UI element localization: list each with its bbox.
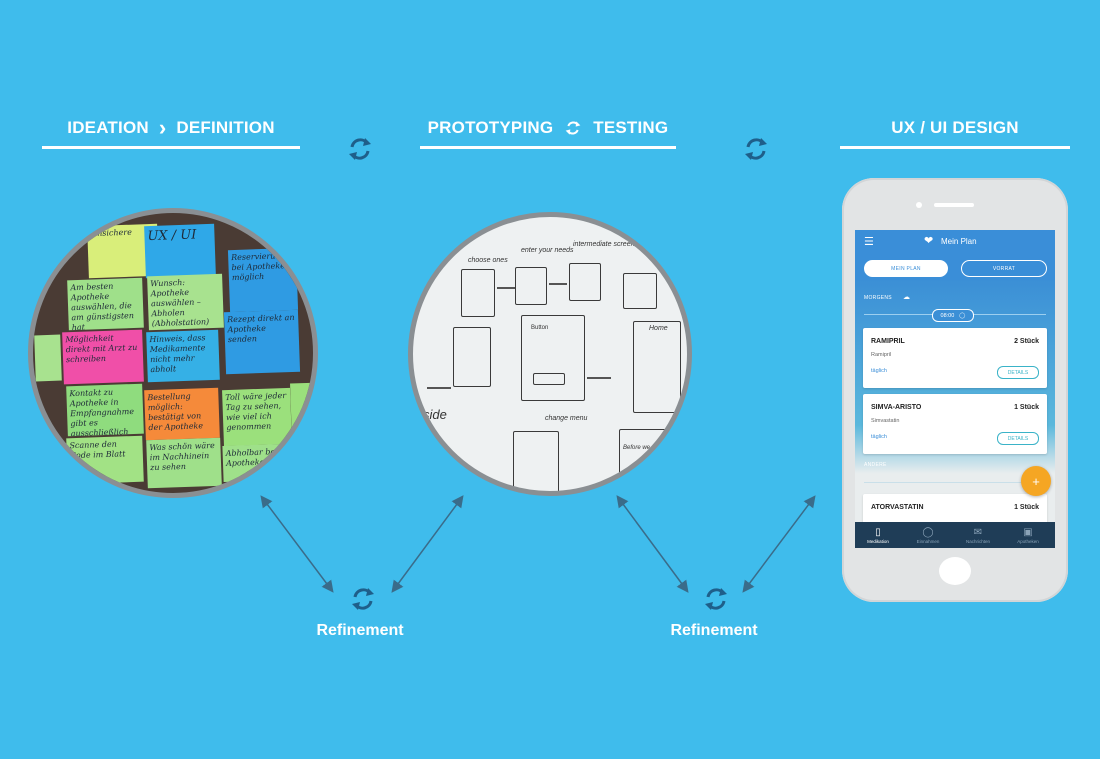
med-name: RAMIPRIL xyxy=(871,338,905,345)
med-frequency: täglich xyxy=(871,368,887,374)
tab-label: Medikation xyxy=(867,539,889,544)
sketch-label: change menu xyxy=(545,415,588,422)
med-card[interactable]: SIMVA-ARISTO 1 Stück Simvastatin täglich… xyxy=(863,394,1047,454)
app-title: Mein Plan xyxy=(941,237,977,246)
tab-nachrichten[interactable]: ✉ Nachrichten xyxy=(958,527,998,544)
sketch-label: Before we order xyxy=(623,445,666,451)
sketch-screen xyxy=(461,269,495,317)
sketch-label: Button xyxy=(531,325,549,331)
app-body: MORGENS ☁ 08:00 ◯ RAMIPRIL 2 Stück Ramip… xyxy=(855,280,1055,534)
med-generic: Ramipril xyxy=(871,352,892,358)
med-name: SIMVA-ARISTO xyxy=(871,404,922,411)
hamburger-icon[interactable]: ☰ xyxy=(864,236,874,248)
mail-icon: ✉ xyxy=(973,527,983,538)
med-qty: 1 Stück xyxy=(1014,404,1039,411)
refresh-cycle-icon xyxy=(745,138,767,160)
refresh-cycle-icon xyxy=(705,588,727,610)
section-andere: ANDERE xyxy=(864,462,887,468)
heading-underline-right xyxy=(840,146,1070,149)
pill-icon: ▯ xyxy=(875,527,881,538)
refinement-label-right: Refinement xyxy=(670,622,758,639)
time-value: 08:00 xyxy=(940,312,955,319)
med-qty: 2 Stück xyxy=(1014,338,1039,345)
prototyping-sketches-photo: choose ones enter your needs intermediat… xyxy=(408,212,692,496)
tab-apotheken[interactable]: ▣ Apotheken xyxy=(1008,527,1048,544)
sketch-label: side xyxy=(423,407,447,422)
sketch-screen xyxy=(619,429,669,485)
med-qty: 1 Stück xyxy=(1014,504,1039,511)
heading-ideation: IDEATION xyxy=(67,118,149,137)
tab-vorrat[interactable]: VORRAT xyxy=(961,260,1047,277)
tab-medikation[interactable]: ▯ Medikation xyxy=(858,527,898,544)
app-screen: ☰ ❤ Mein Plan MEIN PLAN VORRAT MORGENS ☁… xyxy=(855,230,1055,548)
tab-label: Einnahmen xyxy=(916,539,940,544)
phone-mockup: ☰ ❤ Mein Plan MEIN PLAN VORRAT MORGENS ☁… xyxy=(842,178,1068,602)
tab-label: Nachrichten xyxy=(965,539,990,544)
bell-icon: ◯ xyxy=(922,527,934,538)
med-card[interactable]: RAMIPRIL 2 Stück Ramipril täglich DETAIL… xyxy=(863,328,1047,388)
phone-speaker xyxy=(934,203,974,207)
time-pill[interactable]: 08:00 ◯ xyxy=(932,309,974,322)
sketch-screen xyxy=(513,431,559,491)
sketch-arrow xyxy=(427,387,451,389)
heading-prototyping: PROTOTYPING xyxy=(427,118,554,137)
phone-camera xyxy=(916,202,922,208)
refresh-cycle-icon xyxy=(349,138,371,160)
heading-ux-ui-design: UX / UI DESIGN xyxy=(840,118,1070,138)
bell-icon: ◯ xyxy=(959,312,966,319)
sketch-label: enter your needs xyxy=(521,247,574,254)
tab-label: Apotheken xyxy=(1017,539,1039,544)
sunrise-icon: ☁ xyxy=(903,294,910,301)
heading-testing: TESTING xyxy=(593,118,669,137)
bottom-tabbar: ▯ Medikation ◯ Einnahmen ✉ Nachrichten ▣… xyxy=(855,522,1055,548)
app-header: ☰ ❤ Mein Plan MEIN PLAN VORRAT xyxy=(855,230,1055,280)
heading-prototyping-testing: PROTOTYPING TESTING xyxy=(420,118,676,138)
section-morgens: MORGENS xyxy=(864,295,892,301)
heading-ux-ui: UX / UI DESIGN xyxy=(891,118,1019,137)
sketch-screen xyxy=(569,263,601,301)
ideation-notes-photo: Unsichere UX / UI Am besten Apotheke aus… xyxy=(28,208,318,498)
refresh-cycle-icon xyxy=(352,588,374,610)
details-button[interactable]: DETAILS xyxy=(997,432,1039,445)
sketch-screen xyxy=(623,273,657,309)
refinement-label-left: Refinement xyxy=(316,622,404,639)
med-frequency: täglich xyxy=(871,434,887,440)
sketch-screen xyxy=(521,315,585,401)
section-divider xyxy=(864,482,1046,483)
plus-icon: + xyxy=(1032,473,1040,489)
sketch-label: Home xyxy=(649,325,668,332)
heading-underline-center xyxy=(420,146,676,149)
tab-einnahmen[interactable]: ◯ Einnahmen xyxy=(908,527,948,544)
heading-underline-left xyxy=(42,146,300,149)
heading-definition: DEFINITION xyxy=(176,118,275,137)
sketch-arrow xyxy=(587,377,611,379)
sketch-arrow xyxy=(497,287,515,289)
sketch-screen xyxy=(633,321,681,413)
med-generic: Simvastatin xyxy=(871,418,900,424)
chevron-right-icon: › xyxy=(158,115,167,140)
add-button[interactable]: + xyxy=(1021,466,1051,496)
tab-mein-plan[interactable]: MEIN PLAN xyxy=(864,260,948,277)
sketch-screen xyxy=(453,327,491,387)
pharmacy-icon: ▣ xyxy=(1023,527,1033,538)
heading-ideation-definition: IDEATION › DEFINITION xyxy=(42,115,300,140)
phone-home-button xyxy=(939,557,971,585)
sketch-label: intermediate screens xyxy=(573,241,638,248)
sketch-label: choose ones xyxy=(468,257,508,264)
heart-pill-icon: ❤ xyxy=(924,235,934,247)
sketch-screen xyxy=(515,267,547,305)
med-name: ATORVASTATIN xyxy=(871,504,924,511)
sketch-button xyxy=(533,373,565,385)
details-button[interactable]: DETAILS xyxy=(997,366,1039,379)
refresh-cycle-icon xyxy=(565,121,581,135)
sketch-arrow xyxy=(549,283,567,285)
